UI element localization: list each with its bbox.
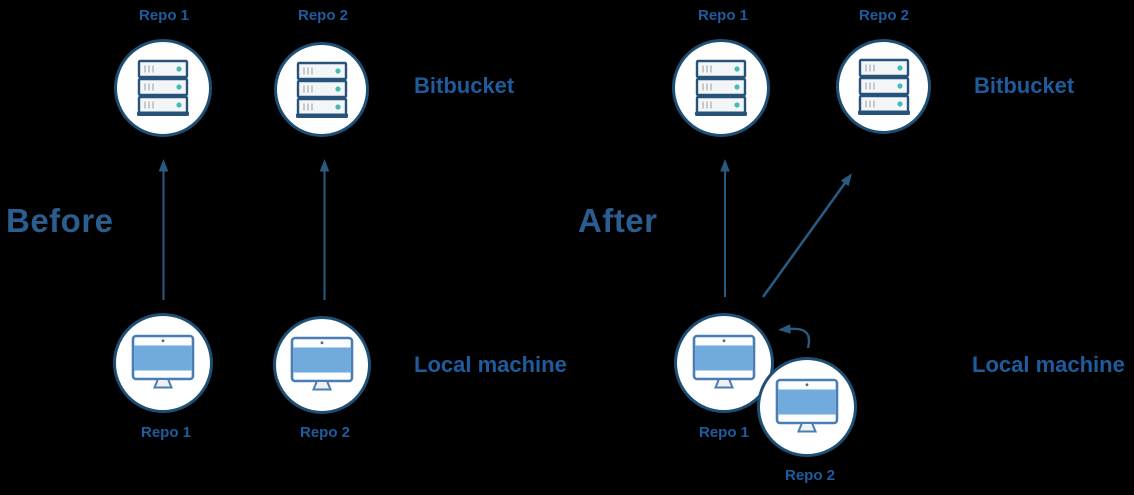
monitor-icon [692,334,756,389]
after-remote-repo1-node [672,39,770,137]
before-remote-repo1-node [114,39,212,137]
after-remote-repo1-label: Repo 1 [697,7,749,24]
before-local-repo1-label: Repo 1 [140,424,192,441]
server-icon [857,58,910,115]
monitor-icon [775,378,839,433]
before-remote-repo1-label: Repo 1 [138,7,190,24]
after-local-repo2-node [757,357,857,457]
before-local-repo2-label: Repo 2 [299,424,351,441]
before-local-repo2-node [273,316,371,414]
after-local-machine-label: Local machine [972,352,1125,377]
monitor-icon [131,334,195,389]
before-local-repo1-node [113,313,213,413]
merge-arrow-repo2-to-repo1 [778,324,811,349]
server-icon [137,59,189,116]
before-heading: Before [6,202,114,239]
after-heading: After [578,202,658,239]
after-local-repo1-label: Repo 1 [698,424,750,441]
after-bitbucket-label: Bitbucket [974,73,1075,98]
after-remote-repo2-node [836,39,931,134]
before-remote-repo2-label: Repo 2 [297,7,349,24]
before-bitbucket-label: Bitbucket [414,73,515,98]
server-icon [295,61,348,118]
after-remote-repo2-label: Repo 2 [858,7,910,24]
before-local-machine-label: Local machine [414,352,567,377]
monitor-icon [290,336,354,391]
after-local-repo2-label: Repo 2 [784,467,836,484]
server-icon [695,59,747,116]
before-remote-repo2-node [274,42,369,137]
push-arrow-after-repo2 [761,173,853,298]
